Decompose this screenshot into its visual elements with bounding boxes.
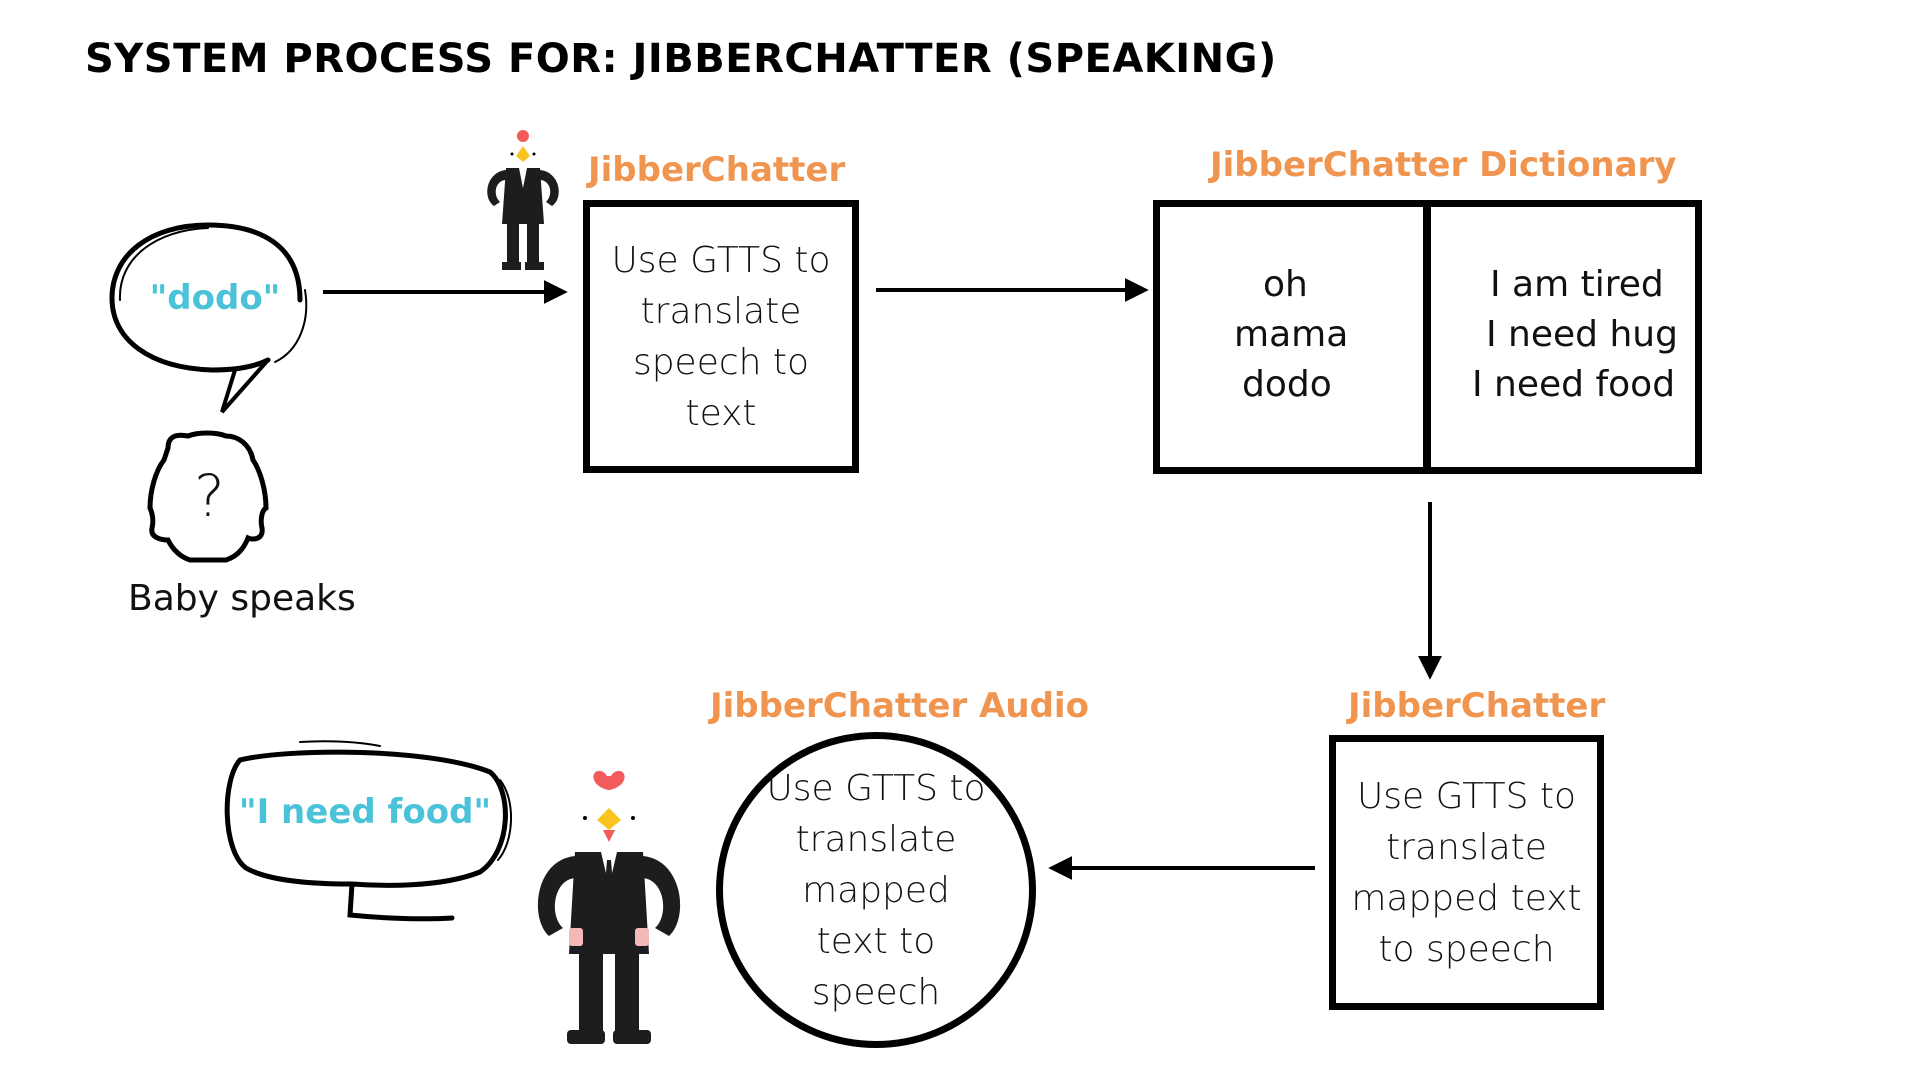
baby-speech-text: "dodo" xyxy=(149,278,281,318)
step3-box: Use GTTS to translate mapped text to spe… xyxy=(1329,735,1604,1010)
step1-text: Use GTTS to translate speech to text xyxy=(611,239,831,434)
step1-heading: JibberChatter xyxy=(588,150,846,190)
dictionary-word: oh xyxy=(1263,264,1308,305)
audio-text: Use GTTS to translate mapped text to spe… xyxy=(766,767,986,1013)
dictionary-word: dodo xyxy=(1242,364,1332,405)
dictionary-meaning: I am tired xyxy=(1490,264,1664,305)
dictionary-word: mama xyxy=(1234,314,1349,355)
dictionary-words-panel xyxy=(1153,200,1430,474)
audio-heading: JibberChatter Audio xyxy=(710,686,1089,726)
dictionary-meaning: I need food xyxy=(1472,364,1676,405)
speech-bubble-baby xyxy=(109,222,308,414)
chicken-agent-icon xyxy=(487,130,559,270)
chicken-speaker-icon xyxy=(537,770,681,1044)
dictionary-meanings-panel xyxy=(1424,200,1702,474)
dictionary-heading: JibberChatter Dictionary xyxy=(1210,145,1677,185)
step3-text: Use GTTS to translate mapped text to spe… xyxy=(1351,775,1582,970)
output-speech-text: "I need food" xyxy=(238,792,492,832)
baby-speaks-label: Baby speaks xyxy=(128,578,356,619)
step3-heading: JibberChatter xyxy=(1348,686,1606,726)
audio-circle: Use GTTS to translate mapped text to spe… xyxy=(716,732,1036,1048)
dictionary-meaning: I need hug xyxy=(1486,314,1678,355)
page-title: SYSTEM PROCESS FOR: JIBBERCHATTER (SPEAK… xyxy=(85,36,1277,82)
step1-box: Use GTTS to translate speech to text xyxy=(583,200,859,473)
question-mark-icon: ? xyxy=(194,462,225,530)
